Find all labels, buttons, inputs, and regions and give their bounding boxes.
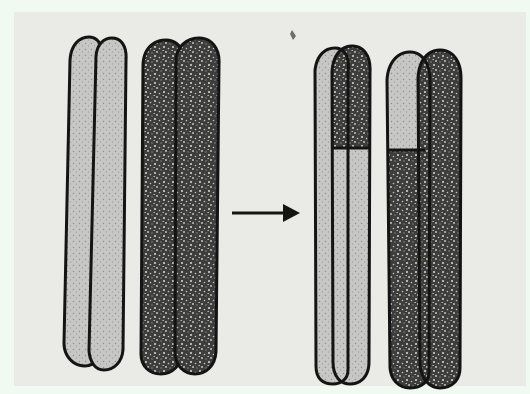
recombinant-pair-right (380, 45, 461, 394)
recombinant-pair-left (315, 40, 380, 388)
dark-chromatid-right (175, 38, 219, 374)
recombinant-right-chromatid-b (418, 50, 461, 388)
dark-chromosome (141, 38, 219, 374)
light-chromatid-right (89, 38, 126, 370)
light-chromosome (64, 37, 126, 370)
